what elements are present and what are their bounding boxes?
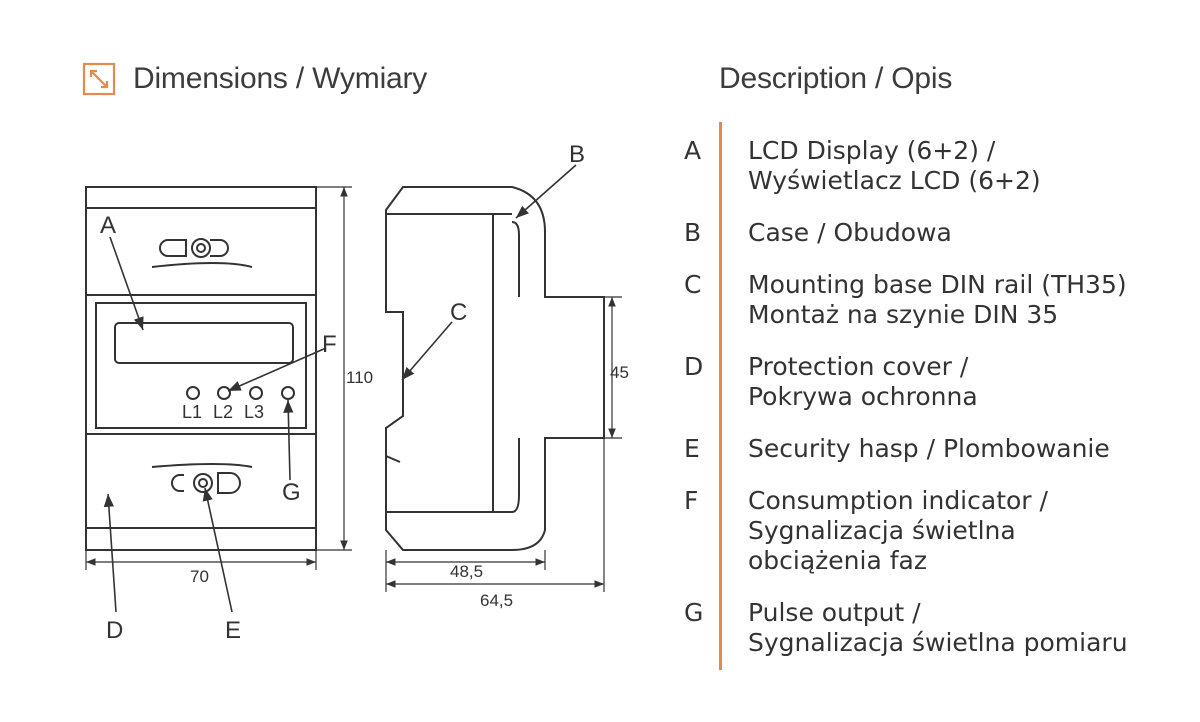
dimension-depth-total: 64,5 bbox=[480, 591, 513, 610]
description-letter: D bbox=[684, 352, 704, 381]
description-line: Security hasp / Plombowanie bbox=[748, 434, 1110, 463]
description-text: Security hasp / Plombowanie bbox=[748, 434, 1110, 464]
technical-drawing: A B C F G D E L1 L2 L3 70 110 48,5 64,5 … bbox=[85, 141, 629, 644]
description-text: LCD Display (6+2) /Wyświetlacz LCD (6+2) bbox=[748, 136, 1041, 196]
callout-d: D bbox=[106, 617, 123, 644]
dimension-depth-body: 48,5 bbox=[450, 562, 483, 581]
description-letter: E bbox=[684, 434, 700, 463]
callout-a: A bbox=[100, 212, 116, 239]
led-l2 bbox=[217, 386, 231, 400]
led-label-l1: L1 bbox=[182, 402, 202, 422]
description-line: Pulse output / bbox=[748, 598, 921, 627]
description-line: Sygnalizacja świetlna bbox=[748, 516, 1016, 545]
led-label-l3: L3 bbox=[244, 402, 264, 422]
description-letter: C bbox=[684, 270, 702, 299]
description-text: Protection cover /Pokrywa ochronna bbox=[748, 352, 978, 412]
callout-f: F bbox=[322, 331, 337, 358]
accent-bar bbox=[719, 122, 722, 670]
description-letter: B bbox=[684, 218, 702, 247]
led-label-l2: L2 bbox=[213, 402, 233, 422]
callout-c: C bbox=[450, 299, 467, 326]
description-line: Montaż na szynie DIN 35 bbox=[748, 300, 1059, 329]
description-text: Mounting base DIN rail (TH35)Montaż na s… bbox=[748, 270, 1127, 330]
description-line: Pokrywa ochronna bbox=[748, 382, 978, 411]
callout-e: E bbox=[225, 617, 241, 644]
resize-diagonal-icon bbox=[82, 62, 116, 96]
description-text: Case / Obudowa bbox=[748, 218, 952, 248]
dimension-height: 110 bbox=[346, 368, 373, 387]
description-letter: F bbox=[684, 486, 699, 515]
description-text: Consumption indicator /Sygnalizacja świe… bbox=[748, 486, 1048, 576]
dimension-rail: 45 bbox=[610, 363, 629, 382]
callout-g: G bbox=[282, 479, 301, 506]
description-letter: A bbox=[684, 136, 702, 165]
description-line: Wyświetlacz LCD (6+2) bbox=[748, 166, 1041, 195]
description-line: Consumption indicator / bbox=[748, 486, 1048, 515]
description-text: Pulse output /Sygnalizacja świetlna pomi… bbox=[748, 598, 1128, 658]
led-l1 bbox=[186, 386, 200, 400]
description-line: LCD Display (6+2) / bbox=[748, 136, 996, 165]
description-letter: G bbox=[684, 598, 704, 627]
led-l3 bbox=[249, 386, 263, 400]
description-line: Protection cover / bbox=[748, 352, 969, 381]
dimension-width: 70 bbox=[190, 567, 209, 586]
lcd-display bbox=[114, 322, 294, 364]
description-line: Sygnalizacja świetlna pomiaru bbox=[748, 628, 1128, 657]
pulse-led bbox=[281, 386, 295, 400]
dimensions-title: Dimensions / Wymiary bbox=[133, 62, 428, 95]
description-line: Case / Obudowa bbox=[748, 218, 952, 247]
description-line: obciążenia faz bbox=[748, 546, 927, 575]
description-title: Description / Opis bbox=[719, 62, 953, 95]
side-view bbox=[385, 186, 605, 551]
front-view bbox=[85, 186, 317, 551]
callout-b: B bbox=[569, 141, 585, 168]
description-line: Mounting base DIN rail (TH35) bbox=[748, 270, 1127, 299]
